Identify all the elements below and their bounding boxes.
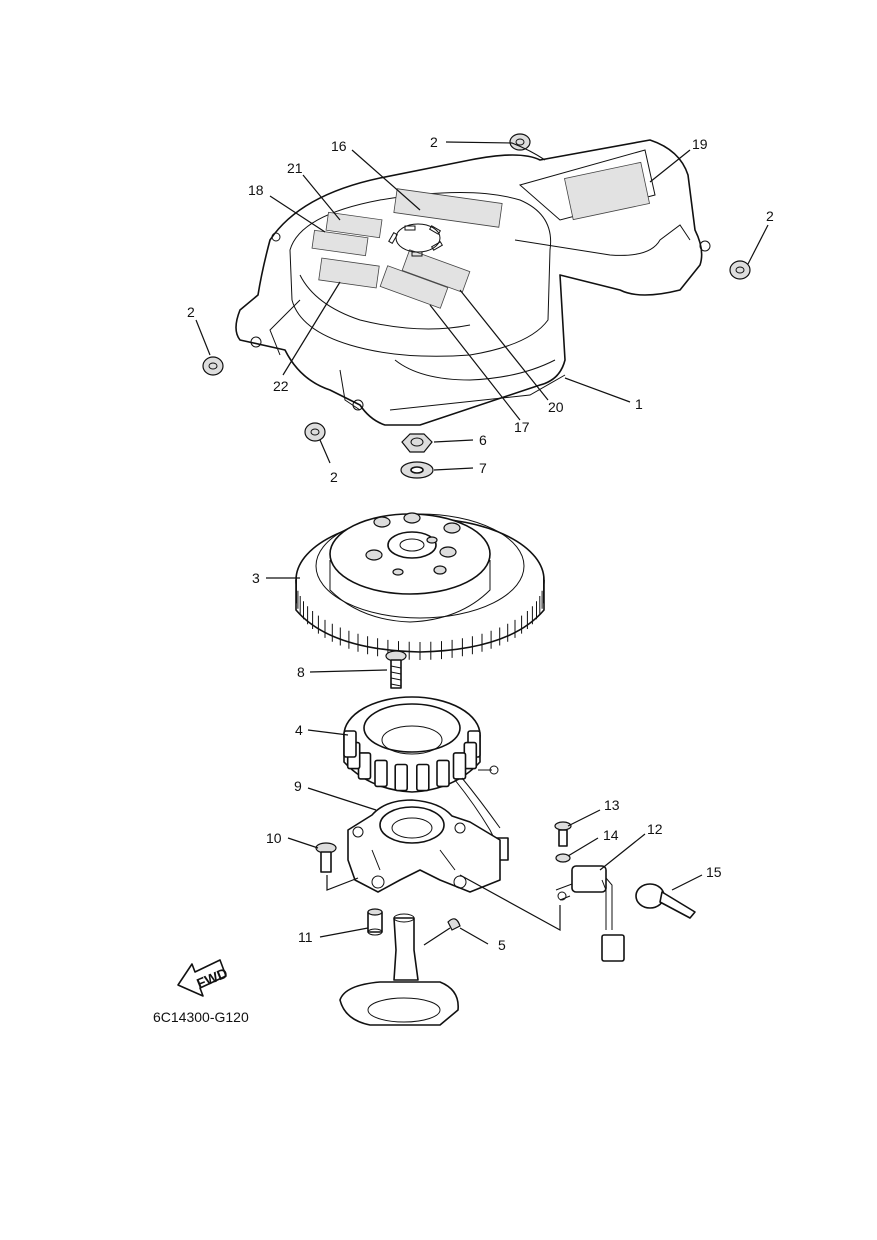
stator-coil xyxy=(374,759,388,788)
flywheel-cover xyxy=(235,139,711,426)
stator-coil xyxy=(436,759,450,788)
callout-20: 20 xyxy=(548,399,564,415)
cable-clamp xyxy=(635,883,696,919)
callout-5: 5 xyxy=(498,937,506,953)
callout-3: 3 xyxy=(252,570,260,586)
callout-13: 13 xyxy=(604,797,620,813)
callout-18: 18 xyxy=(248,182,264,198)
grommet-top xyxy=(509,133,531,151)
stator-base xyxy=(347,799,501,893)
flywheel-rotor xyxy=(295,512,545,660)
decal-18 xyxy=(311,229,369,257)
collar xyxy=(367,908,383,936)
stator-coil xyxy=(452,752,467,780)
callout-1: 1 xyxy=(635,396,643,412)
callout-9: 9 xyxy=(294,778,302,794)
fwd-arrow-icon: FWD xyxy=(177,959,230,997)
stator-coil xyxy=(343,730,357,758)
decal-17 xyxy=(379,265,449,309)
callout-17: 17 xyxy=(514,419,530,435)
diagram-code: 6C14300-G120 xyxy=(153,1009,249,1025)
pulser-coil xyxy=(555,865,625,962)
callout-10: 10 xyxy=(266,830,282,846)
callout-15: 15 xyxy=(706,864,722,880)
crankshaft xyxy=(339,913,459,1026)
grommet-right xyxy=(729,260,751,280)
callout-numbers: 1 2 2 2 2 3 4 5 6 7 8 9 10 11 12 13 14 1… xyxy=(187,134,774,953)
callout-21: 21 xyxy=(287,160,303,176)
callout-12: 12 xyxy=(647,821,663,837)
stator-coil xyxy=(415,763,430,792)
callout-4: 4 xyxy=(295,722,303,738)
callout-7: 7 xyxy=(479,460,487,476)
stator-coil xyxy=(394,763,409,792)
callout-22: 22 xyxy=(273,378,289,394)
decal-21 xyxy=(325,211,383,239)
callout-14: 14 xyxy=(603,827,619,843)
bolt-base xyxy=(315,842,337,873)
callout-2-right: 2 xyxy=(766,208,774,224)
callout-2-left: 2 xyxy=(187,304,195,320)
decal-19 xyxy=(564,161,650,221)
decal-22 xyxy=(318,257,380,289)
stator-assembly xyxy=(343,696,509,861)
decal-20 xyxy=(401,249,471,293)
callout-19: 19 xyxy=(692,136,708,152)
callout-11: 11 xyxy=(298,929,313,945)
callout-16: 16 xyxy=(331,138,347,154)
callout-6: 6 xyxy=(479,432,487,448)
fwd-label: FWD xyxy=(194,965,230,992)
callout-2-lower: 2 xyxy=(330,469,338,485)
grommet-lower xyxy=(304,422,326,442)
bolt-stator xyxy=(385,650,407,689)
nut xyxy=(401,433,433,453)
grommet-left xyxy=(202,356,224,376)
callout-2-top: 2 xyxy=(430,134,438,150)
leader-lines xyxy=(195,141,769,946)
washer-pulser xyxy=(555,853,571,863)
bolt-pulser xyxy=(554,821,572,847)
decal-16 xyxy=(393,188,503,228)
woodruff-key xyxy=(447,918,461,931)
washer xyxy=(400,461,434,479)
callout-8: 8 xyxy=(297,664,305,680)
